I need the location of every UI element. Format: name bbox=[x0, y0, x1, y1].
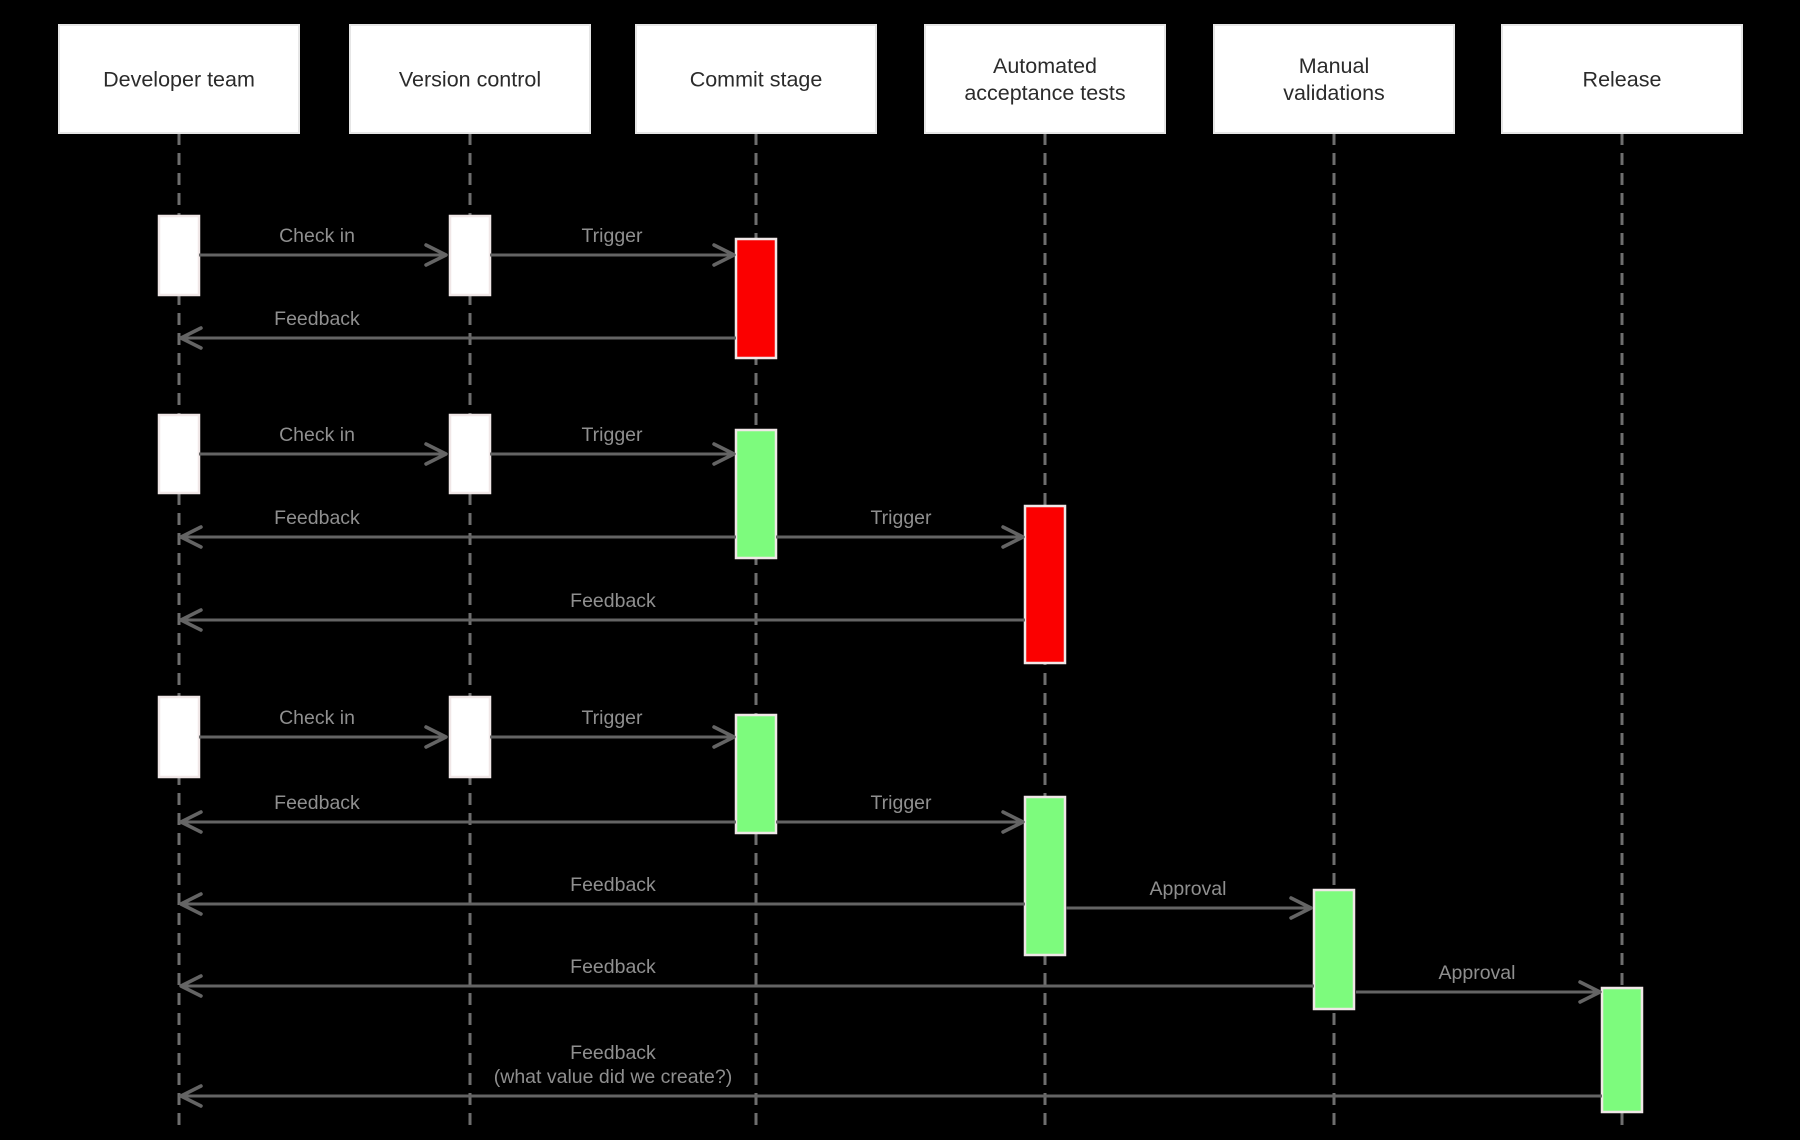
message-label: Approval bbox=[1150, 878, 1227, 900]
activation-neutral-version-control bbox=[448, 413, 492, 495]
message-label: Feedback bbox=[570, 874, 656, 896]
activation-pass-commit-stage bbox=[734, 713, 778, 835]
actor-release: Release bbox=[1501, 24, 1743, 134]
actor-box bbox=[635, 24, 877, 134]
message: Feedback bbox=[179, 956, 1314, 998]
message-label: Feedback bbox=[274, 507, 360, 529]
activation-pass-automated-acceptance-tests bbox=[1023, 795, 1067, 957]
arrowhead-right-icon bbox=[424, 243, 448, 267]
message: Feedback(what value did we create?) bbox=[179, 1042, 1602, 1108]
arrowhead-left-icon bbox=[179, 608, 203, 632]
activation-fail-automated-acceptance-tests bbox=[1023, 504, 1067, 665]
message-label: Feedback(what value did we create?) bbox=[494, 1042, 732, 1088]
arrowhead-left-icon bbox=[179, 525, 203, 549]
arrowhead-left-icon bbox=[179, 974, 203, 998]
message: Approval bbox=[1356, 962, 1602, 1004]
message: Approval bbox=[1066, 878, 1313, 920]
message-label: Check in bbox=[279, 707, 355, 729]
message-label: Trigger bbox=[870, 507, 932, 529]
activation-neutral-developer-team bbox=[157, 695, 201, 779]
arrowhead-right-icon bbox=[712, 725, 736, 749]
actor-box bbox=[1213, 24, 1455, 134]
message: Trigger bbox=[776, 507, 1025, 549]
actor-label: Commit stage bbox=[690, 68, 823, 92]
message: Feedback bbox=[179, 590, 1025, 632]
arrowhead-right-icon bbox=[1289, 896, 1313, 920]
message-label: Trigger bbox=[870, 792, 932, 814]
arrowhead-right-icon bbox=[1578, 980, 1602, 1004]
actor-developer-team: Developer team bbox=[58, 24, 300, 134]
message-label: Trigger bbox=[581, 225, 643, 247]
actor-label: Developer team bbox=[103, 68, 255, 92]
arrowhead-right-icon bbox=[1001, 525, 1025, 549]
message: Trigger bbox=[490, 225, 736, 267]
arrowhead-right-icon bbox=[424, 442, 448, 466]
message: Feedback bbox=[179, 507, 736, 549]
arrowhead-right-icon bbox=[712, 442, 736, 466]
activation-pass-commit-stage bbox=[734, 428, 778, 560]
message: Feedback bbox=[179, 792, 736, 834]
message-label: Approval bbox=[1439, 962, 1516, 984]
arrowhead-left-icon bbox=[179, 810, 203, 834]
message-label: Feedback bbox=[274, 792, 360, 814]
activation-neutral-version-control bbox=[448, 695, 492, 779]
actor-box bbox=[58, 24, 300, 134]
arrowhead-right-icon bbox=[712, 243, 736, 267]
message-label: Feedback bbox=[274, 308, 360, 330]
activation-pass-manual-validations bbox=[1312, 888, 1356, 1011]
message-label: Trigger bbox=[581, 707, 643, 729]
actor-label: Release bbox=[1583, 68, 1662, 92]
arrowhead-left-icon bbox=[179, 326, 203, 350]
message: Trigger bbox=[776, 792, 1025, 834]
arrowhead-right-icon bbox=[424, 725, 448, 749]
activation-fail-commit-stage bbox=[734, 237, 778, 360]
message: Check in bbox=[199, 424, 448, 466]
actor-version-control: Version control bbox=[349, 24, 591, 134]
message: Trigger bbox=[490, 707, 736, 749]
actor-commit-stage: Commit stage bbox=[635, 24, 877, 134]
activation-neutral-version-control bbox=[448, 214, 492, 297]
message-label: Check in bbox=[279, 424, 355, 446]
arrowhead-right-icon bbox=[1001, 810, 1025, 834]
activation-neutral-developer-team bbox=[157, 413, 201, 495]
activation-neutral-developer-team bbox=[157, 214, 201, 297]
message-label: Trigger bbox=[581, 424, 643, 446]
arrowhead-left-icon bbox=[179, 892, 203, 916]
message: Feedback bbox=[179, 308, 736, 350]
message-label: Feedback bbox=[570, 590, 656, 612]
message: Trigger bbox=[490, 424, 736, 466]
message-label: Feedback bbox=[570, 956, 656, 978]
message: Check in bbox=[199, 225, 448, 267]
actor-box bbox=[349, 24, 591, 134]
message-label: Check in bbox=[279, 225, 355, 247]
actor-label: Version control bbox=[399, 68, 541, 92]
activation-pass-release bbox=[1600, 986, 1644, 1114]
message: Feedback bbox=[179, 874, 1025, 916]
arrowhead-left-icon bbox=[179, 1084, 203, 1108]
actor-box bbox=[1501, 24, 1743, 134]
message: Check in bbox=[199, 707, 448, 749]
actor-box bbox=[924, 24, 1166, 134]
